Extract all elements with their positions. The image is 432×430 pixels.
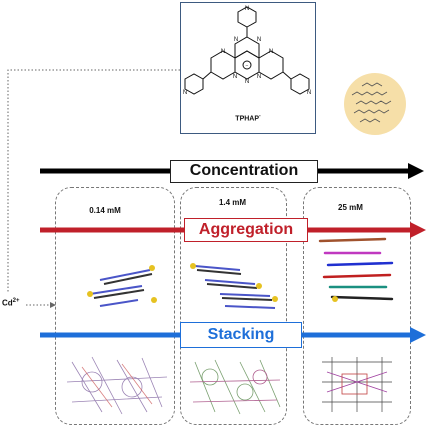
column-label-mid: 1.4 mM bbox=[218, 198, 247, 207]
ion-symbol: Cd bbox=[2, 298, 13, 308]
crystal-packing-high bbox=[322, 357, 392, 412]
svg-text:N: N bbox=[221, 49, 225, 55]
molecule-structure-box: N N N N N N N N N N − bbox=[180, 2, 316, 134]
svg-text:N: N bbox=[257, 37, 261, 43]
svg-text:N: N bbox=[245, 6, 249, 12]
svg-text:N: N bbox=[269, 49, 273, 55]
svg-text:N: N bbox=[245, 79, 249, 85]
svg-text:N: N bbox=[307, 90, 311, 96]
column-frame-low bbox=[55, 187, 175, 425]
stacking-label: Stacking bbox=[180, 322, 302, 348]
concentration-label: Concentration bbox=[170, 160, 318, 183]
ion-charge: 2+ bbox=[12, 298, 20, 304]
crystal-packing-mid bbox=[189, 359, 281, 415]
molecule-charge-superscript: - bbox=[259, 113, 261, 119]
molecule-label: TPHAP- bbox=[180, 113, 316, 122]
column-frame-mid bbox=[180, 187, 287, 425]
crystal-packing-low bbox=[66, 356, 168, 415]
aggregation-label: Aggregation bbox=[184, 218, 308, 242]
charge-symbol: − bbox=[246, 63, 249, 69]
helical-chain-illustration bbox=[344, 73, 406, 135]
cadmium-ion-label: Cd2+ bbox=[2, 298, 20, 308]
svg-text:N: N bbox=[233, 74, 237, 80]
aggregate-low-concentration bbox=[87, 265, 157, 307]
column-label-high: 25 mM bbox=[338, 203, 363, 212]
molecule-name: TPHAP bbox=[235, 115, 260, 123]
svg-text:N: N bbox=[257, 74, 261, 80]
aggregate-high-concentration bbox=[318, 237, 394, 302]
svg-text:N: N bbox=[234, 37, 238, 43]
tphap-structure: N N N N N N N N N N − bbox=[183, 6, 311, 96]
column-frame-high bbox=[303, 187, 411, 425]
aggregate-mid-concentration bbox=[190, 263, 278, 309]
column-label-low: 0.14 mM bbox=[89, 206, 121, 215]
svg-text:N: N bbox=[183, 90, 187, 96]
